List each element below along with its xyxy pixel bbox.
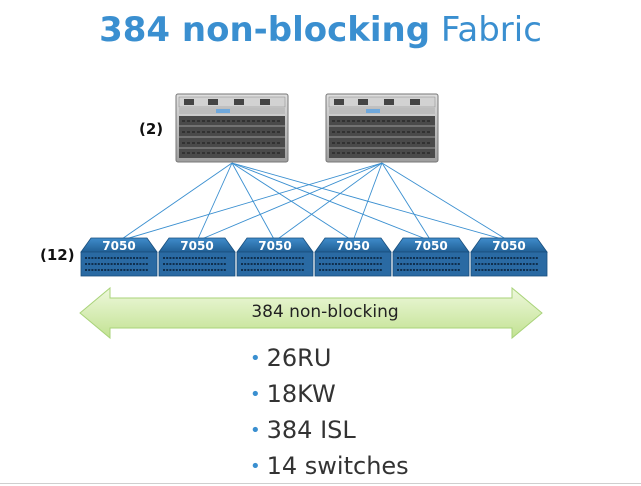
bullet-text: 18KW (266, 380, 336, 408)
bullet-text: 384 ISL (266, 416, 356, 444)
footer-divider (0, 483, 641, 484)
leaf-model-label: 7050 (102, 239, 135, 253)
bandwidth-double-arrow (79, 286, 543, 340)
bullet-item: •384 ISL (250, 412, 409, 448)
spine-switch-2 (325, 93, 439, 163)
bullet-dot-icon: • (250, 384, 261, 405)
leaf-model-label: 7050 (336, 239, 369, 253)
arrow-label: 384 non-blocking (251, 302, 399, 322)
page-title: 384 non-blocking Fabric (0, 10, 641, 50)
spec-bullet-list: •26RU •18KW •384 ISL •14 switches (250, 340, 409, 484)
title-bold: 384 non-blocking (99, 10, 431, 50)
bullet-item: •18KW (250, 376, 409, 412)
fabric-links (118, 162, 510, 242)
leaf-switch-5: 7050 (392, 237, 470, 277)
leaf-switch-3: 7050 (236, 237, 314, 277)
leaf-switch-6: 7050 (470, 237, 548, 277)
spine-switch-1 (175, 93, 289, 163)
leaf-switch-1: 7050 (80, 237, 158, 277)
spine-count-label: (2) (139, 120, 164, 138)
bullet-text: 26RU (266, 344, 332, 372)
bullet-dot-icon: • (250, 348, 261, 369)
leaf-switch-4: 7050 (314, 237, 392, 277)
leaf-switch-2: 7050 (158, 237, 236, 277)
bullet-item: •14 switches (250, 448, 409, 484)
leaf-model-label: 7050 (414, 239, 447, 253)
bullet-dot-icon: • (250, 420, 261, 441)
bullet-item: •26RU (250, 340, 409, 376)
leaf-count-label: (12) (40, 246, 75, 264)
leaf-model-label: 7050 (492, 239, 525, 253)
title-light: Fabric (440, 10, 542, 50)
leaf-model-label: 7050 (180, 239, 213, 253)
bullet-text: 14 switches (266, 452, 409, 480)
bullet-dot-icon: • (250, 456, 261, 477)
leaf-model-label: 7050 (258, 239, 291, 253)
